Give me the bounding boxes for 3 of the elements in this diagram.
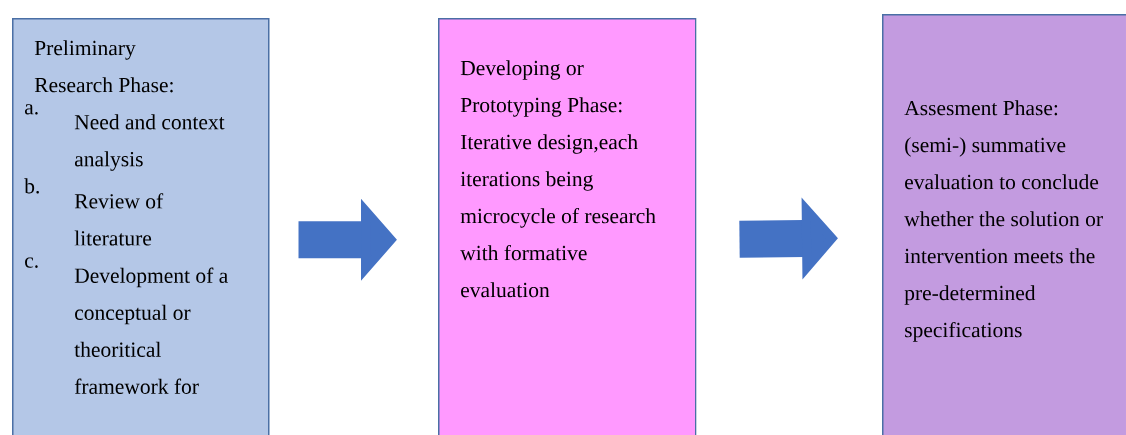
phase-box: Developing or Prototyping Phase: Iterative design,each iterations being microcycle of research with formative evaluation [438, 18, 697, 435]
phase-box: Assesment Phase: (semi-) summative evaluation to conclude whether the solution or intervention meets the pre-determined specifications [882, 14, 1126, 435]
phase-box: Preliminary Research Phase: a. Need and context analysis b. Review of literature c. Development of a conceptual or theoritical framework for [12, 18, 270, 435]
